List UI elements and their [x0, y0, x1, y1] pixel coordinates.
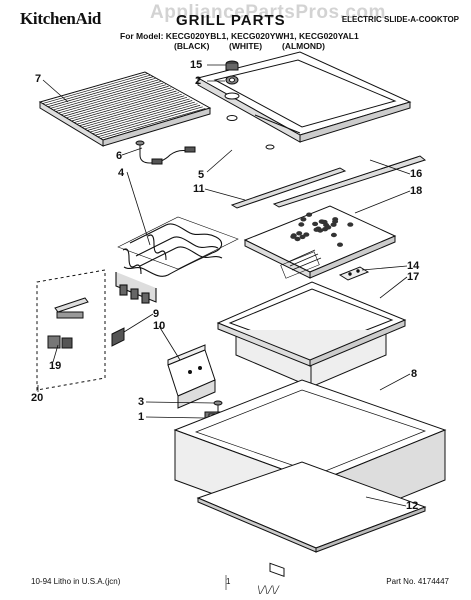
drip-tray: [243, 205, 397, 279]
grate-wire: [76, 93, 182, 125]
callout-8: 8: [411, 368, 418, 380]
grate-wire: [74, 92, 180, 123]
footer-signature: \/\/\/: [257, 582, 279, 597]
color-white: (WHITE): [229, 41, 263, 51]
callout-1: 1: [138, 411, 145, 423]
grate-wire: [63, 85, 169, 117]
lava-rock: [330, 232, 337, 238]
grill-pan: [216, 281, 407, 388]
wiring-box-dashed: [36, 269, 106, 391]
grate-wire: [97, 106, 203, 138]
lava-rock: [299, 234, 306, 240]
callout-11: 11: [193, 183, 205, 195]
lava-rock: [325, 225, 332, 230]
bottom-plate: [196, 461, 427, 553]
heating-element: [115, 216, 239, 304]
lava-rock: [313, 227, 320, 232]
lava-rock: [312, 221, 319, 227]
callout-3: 3: [138, 396, 145, 408]
callout-19: 19: [49, 360, 62, 372]
grate-wire: [50, 77, 156, 109]
model-numbers: For Model: KECG020YBL1, KECG020YWH1, KEC…: [120, 31, 359, 41]
watermark-text: AppliancePartsPros.com: [150, 2, 386, 23]
callout-16: 16: [410, 168, 423, 180]
callout-4: 4: [118, 167, 125, 179]
color-almond: (ALMOND): [282, 41, 325, 51]
brand-logo: KitchenAid: [20, 9, 102, 28]
product-category: ELECTRIC SLIDE-A-COOKTOP: [341, 15, 459, 24]
lava-rock: [347, 222, 354, 227]
lava-rock: [320, 219, 327, 225]
grate-wire: [47, 76, 153, 108]
lava-rock: [306, 212, 313, 217]
footer-page-number: 1: [226, 577, 231, 586]
callout-12: 12: [406, 500, 419, 512]
lava-rock: [337, 242, 343, 247]
grate-wire: [81, 96, 188, 128]
grate-wire: [58, 82, 164, 114]
callout-17: 17: [407, 271, 420, 283]
callout-20: 20: [31, 392, 44, 404]
grate-wire: [60, 84, 167, 116]
grate-wire: [84, 98, 190, 130]
page-title: GRILL PARTS: [176, 12, 286, 29]
mounting-bracket: [167, 344, 216, 409]
leader-lines: [37, 64, 411, 507]
lava-rock: [300, 217, 307, 222]
footer-litho: 10-94 Litho in U.S.A.(jcn): [31, 577, 121, 586]
footer-part-number: Part No. 4174447: [386, 577, 449, 586]
callout-10: 10: [153, 320, 166, 332]
grate-wire: [55, 81, 161, 112]
grate-wire: [100, 108, 206, 139]
small-bracket: [338, 266, 370, 281]
lava-rock: [298, 222, 305, 227]
callout-15: 15: [190, 59, 203, 71]
grate-wire: [53, 79, 159, 111]
callout-14: 14: [407, 260, 420, 272]
callout-2: 2: [195, 75, 202, 87]
lava-rock: [330, 222, 337, 227]
grate-wire: [66, 87, 172, 119]
trim-strips: [230, 155, 427, 209]
clip: [111, 327, 125, 347]
grate-wire: [68, 89, 174, 120]
lava-rock: [294, 236, 301, 242]
grill-grate: [38, 71, 212, 147]
grate-wire: [45, 74, 151, 106]
lava-rock: [290, 234, 297, 239]
grate-wire: [42, 73, 148, 104]
callout-5: 5: [198, 169, 205, 181]
grate-wire: [79, 95, 185, 127]
knob-bezel: [225, 60, 239, 85]
grate-wire: [87, 100, 193, 131]
callout-7: 7: [35, 73, 42, 85]
grate-wire: [71, 90, 177, 122]
callout-18: 18: [410, 185, 423, 197]
grate-wire: [89, 101, 195, 133]
callout-9: 9: [153, 308, 160, 320]
grate-wire: [95, 104, 201, 136]
sensor-wire: [135, 140, 196, 165]
color-black: (BLACK): [174, 41, 210, 51]
callout-6: 6: [116, 150, 123, 162]
terminal-block: [47, 297, 89, 349]
lava-rock: [296, 231, 303, 236]
top-frame: [196, 51, 412, 150]
grate-wire: [92, 103, 198, 135]
